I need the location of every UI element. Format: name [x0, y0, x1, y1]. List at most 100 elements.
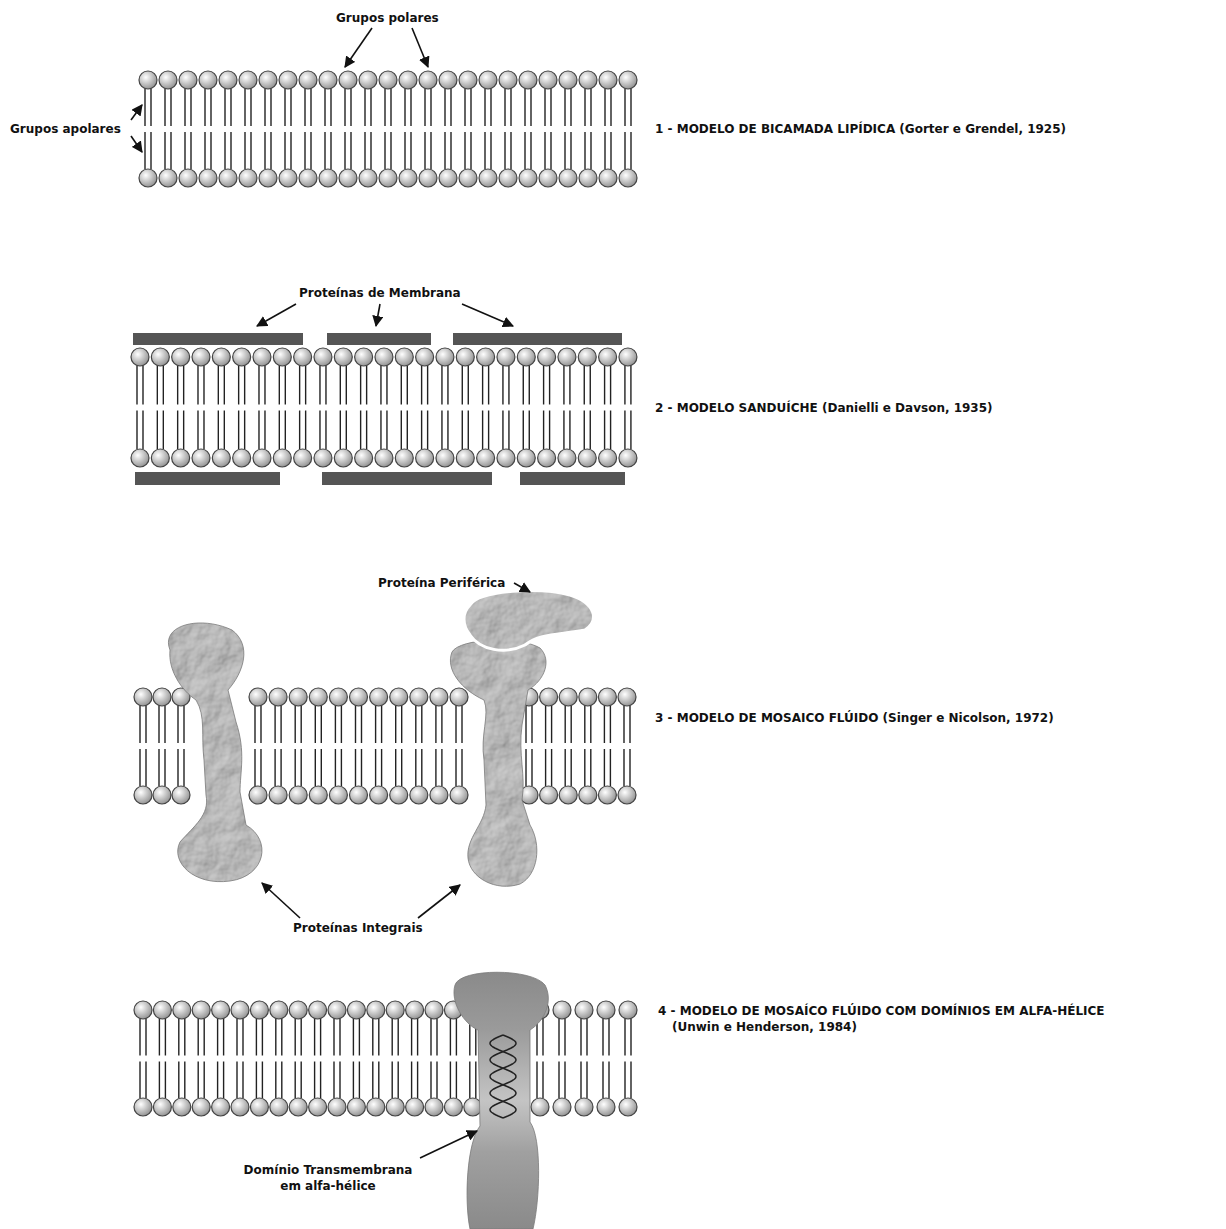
polar-head [619, 348, 637, 366]
lipid-tail [250, 89, 251, 126]
lipid-tail [370, 132, 371, 169]
lipid-tail [604, 706, 605, 743]
polar-head [270, 1001, 288, 1019]
lipid-tail [545, 749, 546, 786]
lipid-tail [430, 1019, 431, 1056]
polar-head [212, 449, 230, 467]
lipid-tail [401, 706, 402, 743]
polar-head [328, 1001, 346, 1019]
lipid-tail [569, 411, 570, 450]
lipid-tail [325, 411, 326, 450]
lipid-tail [310, 132, 311, 169]
polar-head [355, 449, 373, 467]
polar-head [430, 786, 448, 804]
lipid-tail [304, 132, 305, 169]
leader-arrow [345, 28, 372, 67]
lipid-tail [184, 132, 185, 169]
lipid-tail [484, 89, 485, 126]
lipid-tail [447, 411, 448, 450]
lipid-tail [502, 411, 503, 450]
lipid-tail [435, 706, 436, 743]
protein-layer [453, 333, 622, 345]
lipid-tail [157, 366, 158, 405]
polar-head [497, 348, 515, 366]
label-text: Grupos apolares [10, 121, 121, 137]
lipid-tail [401, 366, 402, 405]
lipid-tail [563, 411, 564, 450]
polar-head [599, 169, 617, 187]
polar-head [212, 348, 230, 366]
lipid-tail [630, 1062, 631, 1099]
polar-head [172, 449, 190, 467]
lipid-tail [590, 749, 591, 786]
lipid-tail [590, 411, 591, 450]
lipid-tail [415, 749, 416, 786]
lipid-tail [558, 1019, 559, 1056]
polar-head [134, 786, 152, 804]
polar-head [212, 1001, 230, 1019]
lipid-bilayer [139, 71, 637, 187]
polar-head [619, 169, 637, 187]
lipid-tail [525, 749, 526, 786]
polar-head [425, 1001, 443, 1019]
lipid-tail [170, 132, 171, 169]
lipid-tail [275, 1019, 276, 1056]
polar-head [618, 688, 636, 706]
lipid-tail [324, 89, 325, 126]
lipid-tail [510, 132, 511, 169]
polar-head [559, 71, 577, 89]
lipid-tail [370, 89, 371, 126]
peripheral-protein [464, 591, 593, 651]
polar-head [439, 71, 457, 89]
label-text: 2 - MODELO SANDUÍCHE (Danielli e Davson,… [655, 400, 993, 416]
lipid-tail [139, 706, 140, 743]
polar-head [355, 348, 373, 366]
lipid-tail [523, 366, 524, 405]
lipid-tail [490, 89, 491, 126]
polar-head [309, 1001, 327, 1019]
polar-head [319, 169, 337, 187]
lipid-tail [324, 132, 325, 169]
lipid-tail [461, 706, 462, 743]
polar-head [444, 1098, 462, 1116]
polar-head [619, 449, 637, 467]
lipid-tail [590, 706, 591, 743]
lipid-tail [569, 366, 570, 405]
lipid-tail [190, 89, 191, 126]
polar-head [578, 348, 596, 366]
lipid-tail [224, 132, 225, 169]
lipid-tail [203, 366, 204, 405]
lipid-tail [361, 749, 362, 786]
polar-head [231, 1001, 249, 1019]
lipid-tail [375, 749, 376, 786]
label-text: Grupos polares [336, 10, 439, 26]
lipid-tail [197, 1062, 198, 1099]
lipid-tail [218, 366, 219, 405]
polar-head [270, 1098, 288, 1116]
lipid-tail [238, 366, 239, 405]
polar-head [499, 169, 517, 187]
lipid-tail [488, 411, 489, 450]
lipid-tail [392, 1019, 393, 1056]
lipid-tail [410, 89, 411, 126]
lipid-tail [244, 89, 245, 126]
lipid-tail [177, 706, 178, 743]
lipid-tail [623, 749, 624, 786]
polar-head [172, 348, 190, 366]
lipid-tail [624, 1019, 625, 1056]
lipid-tail [424, 89, 425, 126]
polar-head [579, 688, 597, 706]
polar-head [559, 688, 577, 706]
lipid-tail [204, 89, 205, 126]
lipid-tail [378, 1019, 379, 1056]
lipid-tail [407, 411, 408, 450]
polar-head [314, 449, 332, 467]
lipid-tail [421, 411, 422, 450]
lipid-tail [551, 706, 552, 743]
leader-arrow [418, 885, 460, 918]
lipid-tail [353, 1062, 354, 1099]
lipid-tail [183, 411, 184, 450]
label-text: 3 - MODELO DE MOSAICO FLÚIDO (Singer e N… [655, 710, 1054, 726]
polar-head [531, 1098, 549, 1116]
lipid-tail [504, 89, 505, 126]
